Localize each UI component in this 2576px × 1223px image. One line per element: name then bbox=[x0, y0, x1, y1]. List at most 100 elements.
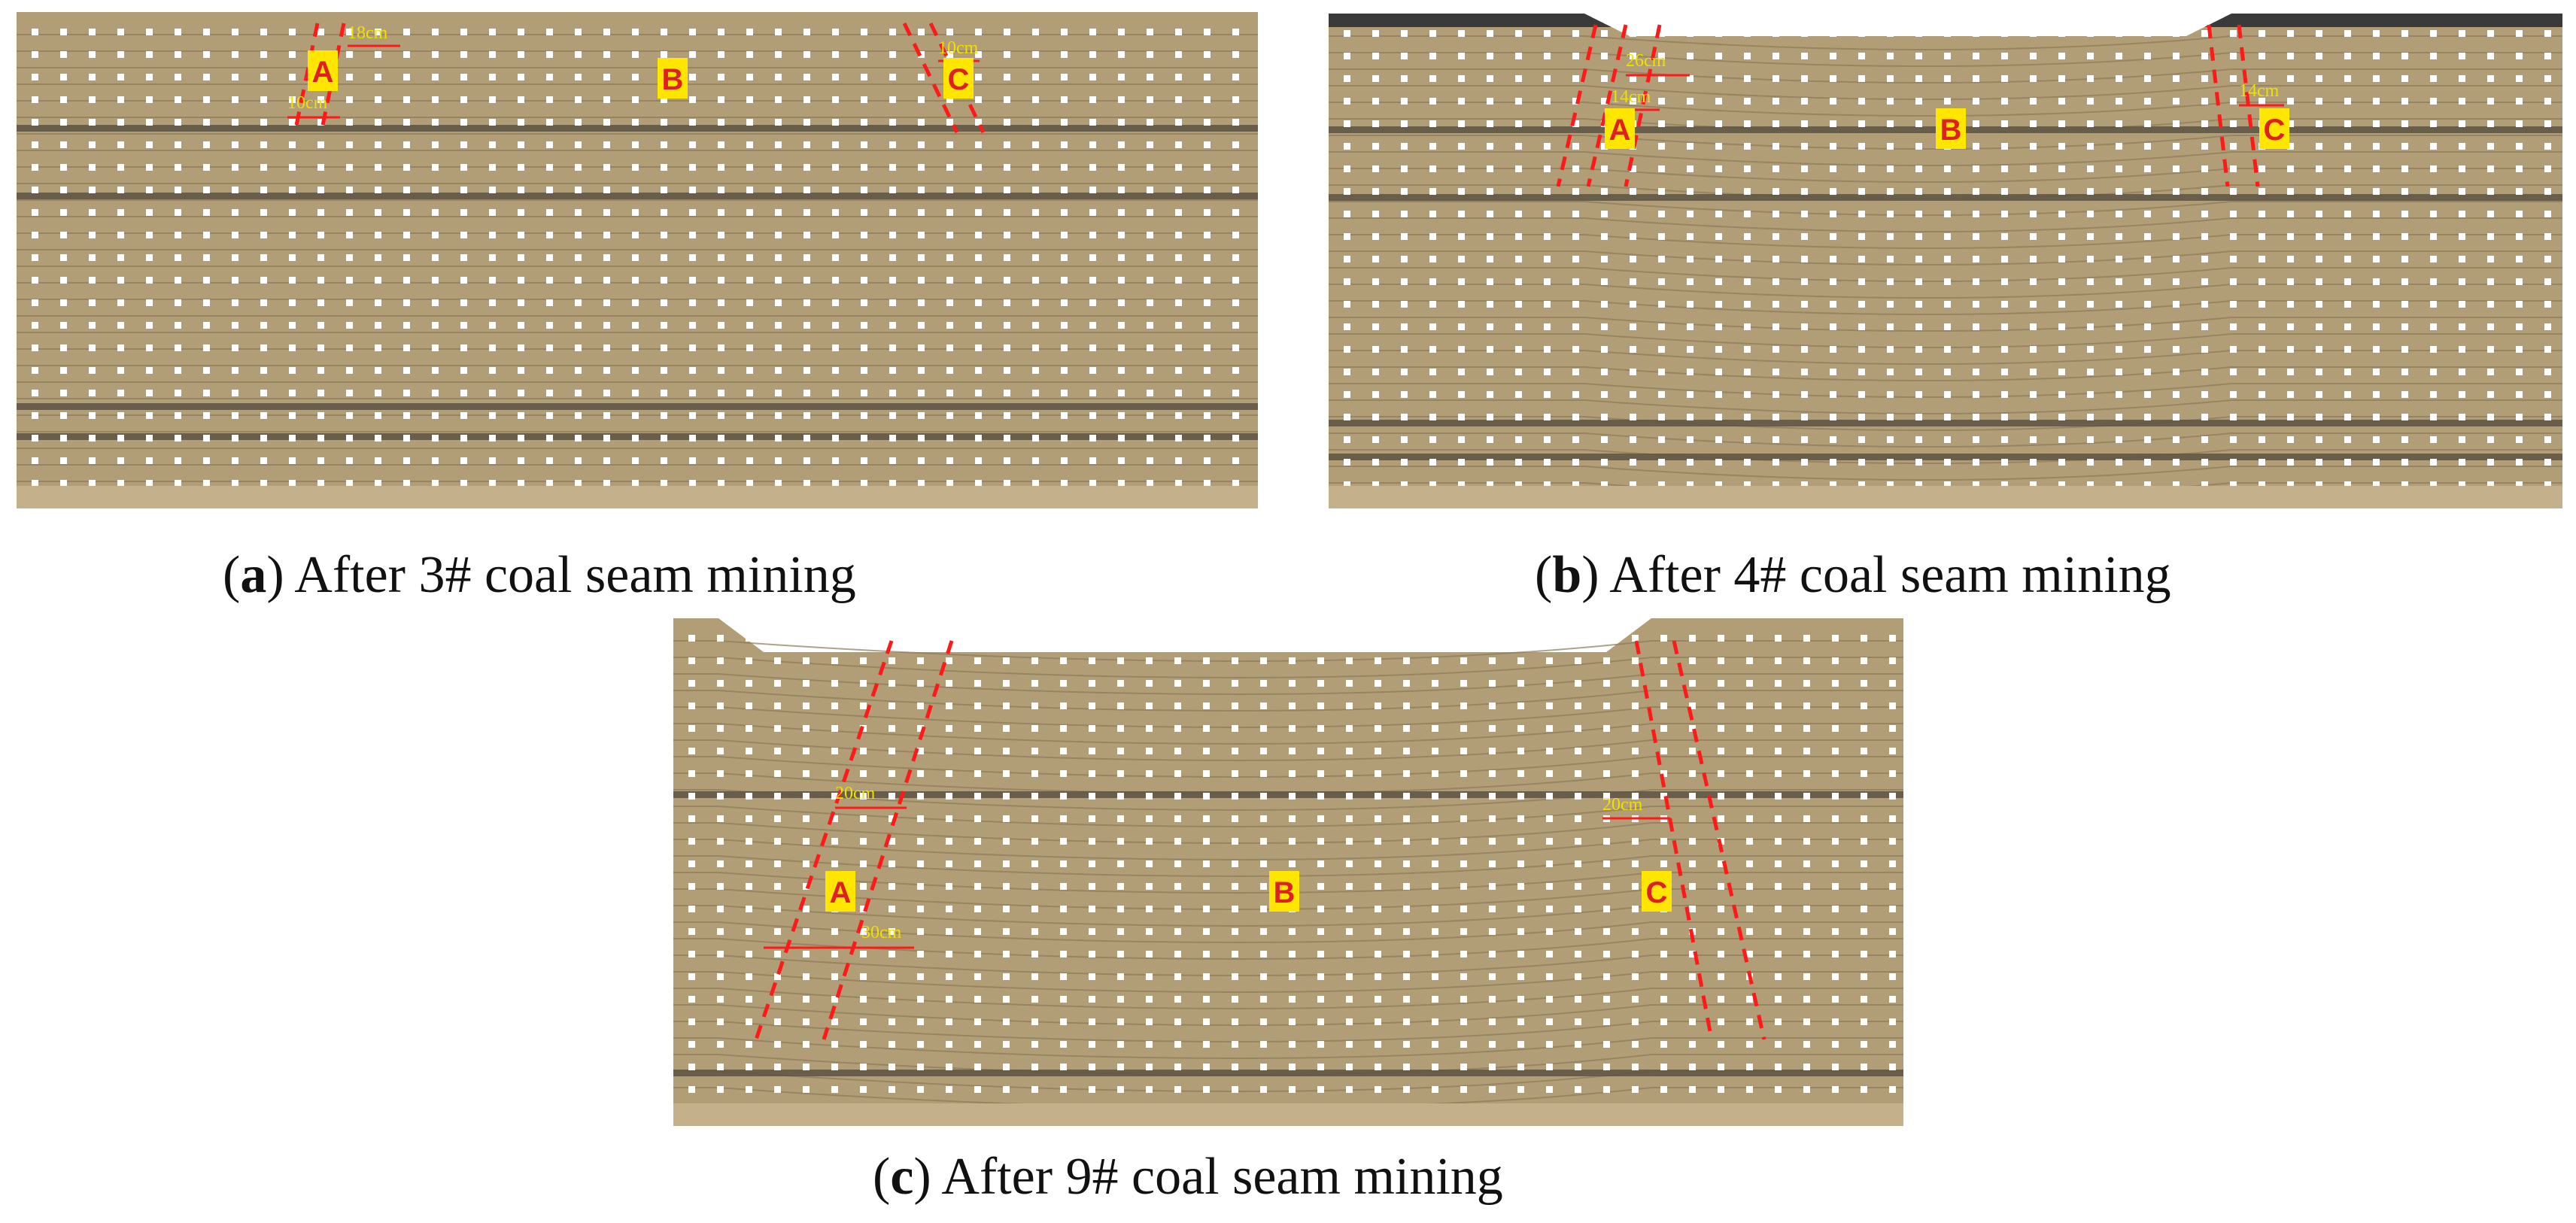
marker-dot bbox=[861, 390, 867, 396]
marker-dot bbox=[117, 96, 124, 103]
marker-dot bbox=[1289, 748, 1296, 754]
marker-dot bbox=[2259, 53, 2265, 59]
marker-dot bbox=[1317, 657, 1324, 664]
marker-dot bbox=[1858, 369, 1865, 375]
fracture-boundary-line bbox=[1556, 24, 1598, 187]
marker-dot bbox=[1718, 951, 1724, 957]
marker-dot bbox=[1660, 748, 1667, 754]
marker-dot bbox=[718, 367, 724, 374]
marker-dot bbox=[889, 74, 896, 80]
marker-dot bbox=[1089, 164, 1096, 171]
marker-dot bbox=[489, 367, 496, 374]
marker-dot bbox=[1915, 30, 1922, 37]
marker-dot bbox=[2173, 30, 2180, 37]
marker-dot bbox=[1117, 657, 1124, 664]
marker-dot bbox=[775, 367, 782, 374]
marker-dot bbox=[1432, 703, 1438, 709]
marker-dot bbox=[774, 725, 781, 732]
marker-dot bbox=[2058, 120, 2065, 127]
marker-dot bbox=[2001, 188, 2008, 195]
marker-dot bbox=[1232, 996, 1238, 1003]
marker-dot bbox=[203, 457, 210, 464]
marker-dot bbox=[1858, 98, 1865, 105]
marker-dot bbox=[346, 457, 353, 464]
marker-dot bbox=[1175, 254, 1182, 261]
marker-dot bbox=[1544, 143, 1551, 150]
marker-dot bbox=[460, 480, 467, 487]
marker-dot bbox=[117, 119, 124, 126]
marker-dot bbox=[60, 187, 67, 193]
marker-dot bbox=[889, 187, 896, 193]
marker-dot bbox=[718, 119, 724, 126]
fracture-boundary-line bbox=[1586, 24, 1628, 187]
zone-label: C bbox=[1646, 876, 1668, 909]
marker-dot bbox=[2544, 98, 2551, 105]
marker-dot bbox=[1715, 53, 1722, 59]
marker-dot bbox=[1372, 256, 1379, 263]
marker-dot bbox=[746, 412, 753, 419]
marker-dot bbox=[117, 187, 124, 193]
marker-dot bbox=[1915, 211, 1922, 217]
marker-dot bbox=[117, 277, 124, 284]
marker-dot bbox=[1401, 98, 1408, 105]
marker-dot bbox=[1572, 346, 1579, 353]
marker-dot bbox=[889, 232, 896, 238]
marker-dot bbox=[260, 435, 267, 442]
marker-dot bbox=[1146, 657, 1153, 664]
marker-dot bbox=[1487, 98, 1493, 105]
marker-dot bbox=[1632, 680, 1639, 687]
marker-dot bbox=[1973, 98, 1979, 105]
marker-dot bbox=[60, 232, 67, 238]
marker-dot bbox=[1289, 635, 1296, 642]
marker-dot bbox=[2001, 98, 2008, 105]
marker-dot bbox=[1429, 256, 1436, 263]
marker-dot bbox=[2058, 323, 2065, 330]
marker-dot bbox=[1830, 143, 1836, 150]
marker-dot bbox=[2401, 369, 2408, 375]
marker-dot bbox=[32, 344, 38, 351]
marker-dot bbox=[1204, 187, 1211, 193]
marker-dot bbox=[1372, 301, 1379, 308]
marker-dot bbox=[1289, 815, 1296, 822]
marker-dot bbox=[2287, 436, 2294, 443]
marker-dot bbox=[1432, 748, 1438, 754]
marker-dot bbox=[832, 457, 839, 464]
marker-dot bbox=[1572, 459, 1579, 466]
marker-dot bbox=[689, 254, 696, 261]
marker-dot bbox=[946, 187, 953, 193]
marker-dot bbox=[2373, 30, 2380, 37]
marker-dot bbox=[1715, 369, 1722, 375]
marker-dot bbox=[117, 209, 124, 216]
marker-dot bbox=[975, 187, 982, 193]
marker-dot bbox=[2487, 143, 2494, 150]
marker-dot bbox=[2430, 278, 2437, 285]
marker-dot bbox=[689, 96, 696, 103]
marker-dot bbox=[2087, 459, 2094, 466]
marker-dot bbox=[746, 860, 752, 867]
marker-dot bbox=[1344, 323, 1350, 330]
marker-dot bbox=[1858, 120, 1865, 127]
marker-dot bbox=[2230, 346, 2237, 353]
marker-dot bbox=[1601, 436, 1608, 443]
marker-dot bbox=[1147, 164, 1153, 171]
marker-dot bbox=[1260, 1064, 1267, 1070]
marker-dot bbox=[831, 657, 838, 664]
marker-dot bbox=[1603, 973, 1610, 980]
marker-dot bbox=[832, 254, 839, 261]
marker-dot bbox=[974, 951, 981, 957]
marker-dot bbox=[1546, 838, 1553, 845]
marker-dot bbox=[718, 299, 724, 306]
marker-dot bbox=[2544, 369, 2551, 375]
marker-dot bbox=[117, 254, 124, 261]
marker-dot bbox=[2487, 120, 2494, 127]
marker-dot bbox=[1572, 30, 1579, 37]
marker-dot bbox=[260, 232, 267, 238]
marker-dot bbox=[1687, 414, 1694, 420]
marker-dot bbox=[746, 299, 753, 306]
marker-dot bbox=[2459, 165, 2465, 172]
marker-dot bbox=[1004, 322, 1010, 329]
marker-dot bbox=[1117, 680, 1124, 687]
marker-dot bbox=[718, 187, 724, 193]
marker-dot bbox=[832, 187, 839, 193]
marker-dot bbox=[2459, 53, 2465, 59]
